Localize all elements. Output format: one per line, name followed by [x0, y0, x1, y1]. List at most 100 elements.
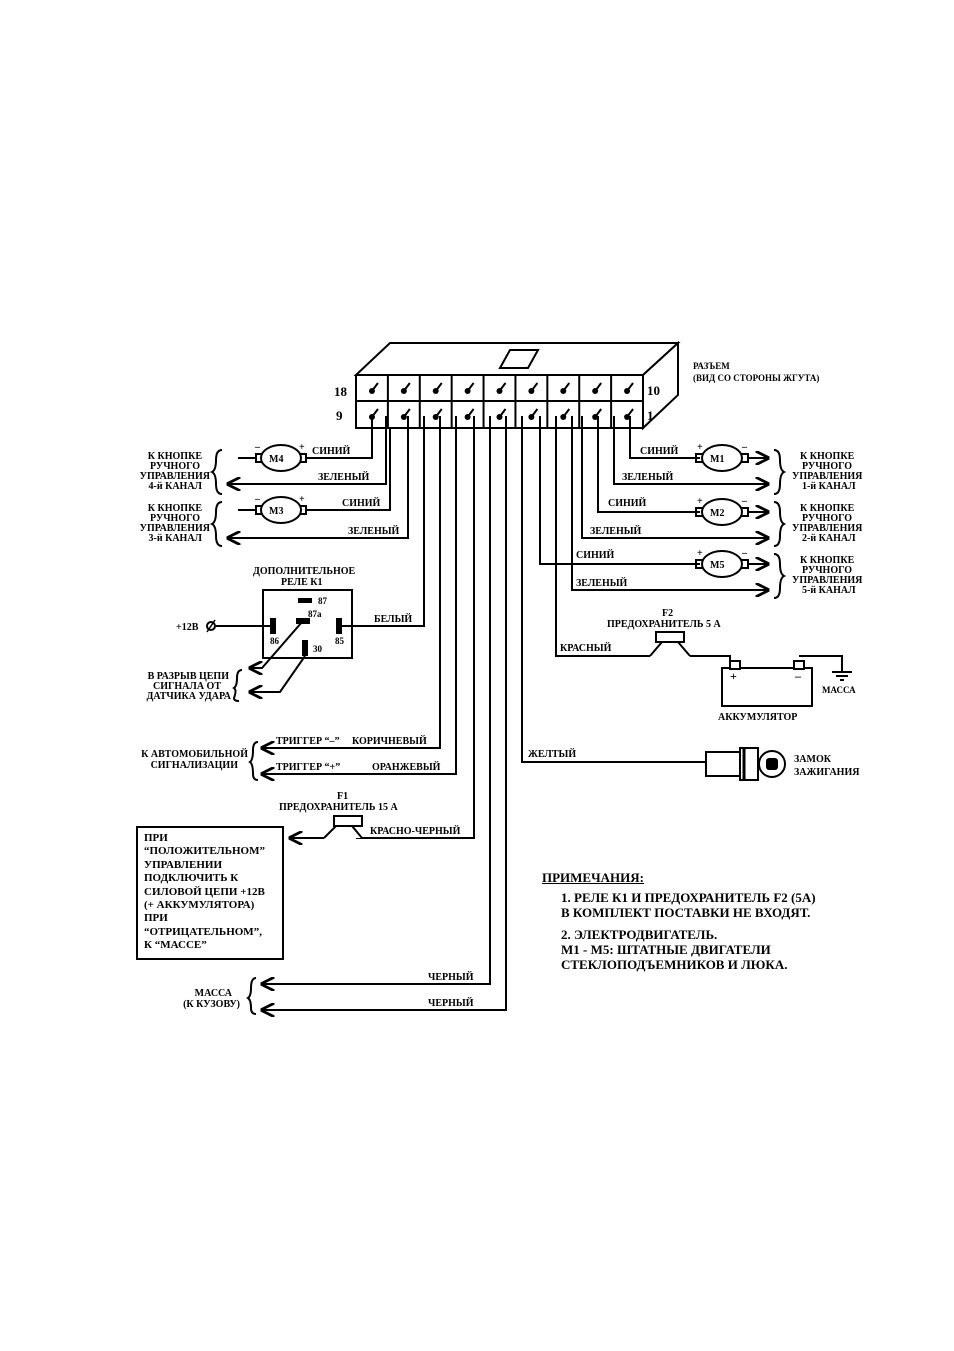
- note-2: 2. ЭЛЕКТРОДВИГАТЕЛЬ. M1 - M5: ШТАТНЫЕ ДВ…: [561, 927, 788, 972]
- notes-heading: ПРИМЕЧАНИЯ:: [542, 870, 644, 885]
- svg-text:ПРЕДОХРАНИТЕЛЬ 15 А: ПРЕДОХРАНИТЕЛЬ 15 А: [279, 802, 399, 813]
- notes-section: ПРИМЕЧАНИЯ: 1. РЕЛЕ К1 И ПРЕДОХРАНИТЕЛЬ …: [542, 870, 902, 979]
- svg-text:К АВТОМОБИЛЬНОЙ: К АВТОМОБИЛЬНОЙ: [141, 748, 248, 760]
- svg-text:+: +: [730, 669, 737, 683]
- pin-label-9: 9: [336, 408, 343, 423]
- channel-1-label: К КНОПКЕ РУЧНОГО УПРАВЛЕНИЯ 1-й КАНАЛ: [773, 449, 863, 495]
- ground-body-label: МАССА (К КУЗОВУ): [183, 977, 257, 1015]
- wire-label-green-ch2: ЗЕЛЕНЫЙ: [590, 525, 642, 537]
- svg-text:–: –: [254, 494, 261, 505]
- svg-text:УПРАВЛЕНИЯ: УПРАВЛЕНИЯ: [792, 471, 863, 482]
- connector-label-1: РАЗЪЕМ: [693, 361, 730, 371]
- svg-text:5-й КАНАЛ: 5-й КАНАЛ: [802, 585, 856, 596]
- channel-4-label: К КНОПКЕ РУЧНОГО УПРАВЛЕНИЯ 4-й КАНАЛ: [140, 449, 223, 495]
- wire-label-yellow: ЖЕЛТЫЙ: [528, 748, 576, 760]
- svg-text:–: –: [741, 496, 748, 507]
- svg-text:В РАЗРЫВ ЦЕПИ: В РАЗРЫВ ЦЕПИ: [148, 671, 230, 682]
- svg-text:УПРАВЛЕНИЯ: УПРАВЛЕНИЯ: [140, 523, 211, 534]
- svg-text:(К КУЗОВУ): (К КУЗОВУ): [183, 999, 240, 1010]
- svg-text:РУЧНОГО: РУЧНОГО: [802, 565, 852, 576]
- motor-m3: M3 – +: [238, 494, 330, 524]
- battery-label: АККУМУЛЯТОР: [718, 712, 797, 723]
- wire-label-red: КРАСНЫЙ: [560, 642, 612, 654]
- svg-text:F1: F1: [337, 791, 348, 802]
- motor-m5-label: M5: [710, 560, 724, 571]
- wire-label-blue-m5: СИНИЙ: [576, 549, 615, 561]
- svg-text:ДОПОЛНИТЕЛЬНОЕ: ДОПОЛНИТЕЛЬНОЕ: [253, 566, 356, 577]
- svg-text:К КНОПКЕ: К КНОПКЕ: [148, 503, 203, 514]
- wire-label-green-ch4: ЗЕЛЕНЫЙ: [318, 471, 370, 483]
- svg-text:ДАТЧИКА УДАРА: ДАТЧИКА УДАРА: [147, 691, 232, 702]
- svg-text:87: 87: [318, 596, 328, 606]
- svg-text:К КНОПКЕ: К КНОПКЕ: [800, 451, 855, 462]
- svg-text:ЗАЖИГАНИЯ: ЗАЖИГАНИЯ: [794, 767, 860, 778]
- motor-m4-label: M4: [269, 454, 283, 465]
- pin-label-18: 18: [334, 384, 348, 399]
- svg-text:F2: F2: [662, 608, 673, 619]
- wire-label-red-black: КРАСНО-ЧЕРНЫЙ: [370, 825, 461, 837]
- svg-text:К КНОПКЕ: К КНОПКЕ: [800, 503, 855, 514]
- battery: + – АККУМУЛЯТОР МАССА: [718, 655, 856, 723]
- relay-k1: ДОПОЛНИТЕЛЬНОЕ РЕЛЕ К1 87 87a 86 85 30 +…: [176, 566, 356, 692]
- svg-text:87a: 87a: [308, 609, 322, 619]
- svg-text:+: +: [299, 442, 305, 453]
- svg-text:+: +: [299, 494, 305, 505]
- channel-2-label: К КНОПКЕ РУЧНОГО УПРАВЛЕНИЯ 2-й КАНАЛ: [773, 501, 863, 547]
- wire-label-blue-m3: СИНИЙ: [342, 497, 381, 509]
- wire-labels: СИНИЙ ЗЕЛЕНЫЙ СИНИЙ ЗЕЛЕНЫЙ СИНИЙ ЗЕЛЕНЫ…: [312, 445, 679, 1009]
- wire-label-blue-m4: СИНИЙ: [312, 445, 351, 457]
- svg-text:СИГНАЛИЗАЦИИ: СИГНАЛИЗАЦИИ: [151, 760, 239, 771]
- wire-label-green-ch1: ЗЕЛЕНЫЙ: [622, 471, 674, 483]
- motor-m2: M2 +–: [672, 496, 768, 526]
- svg-text:РУЧНОГО: РУЧНОГО: [150, 513, 200, 524]
- motor-m3-label: M3: [269, 506, 283, 517]
- svg-text:МАССА: МАССА: [195, 988, 233, 999]
- svg-text:СИГНАЛА ОТ: СИГНАЛА ОТ: [153, 681, 221, 692]
- svg-text:86: 86: [270, 636, 280, 646]
- svg-text:РУЧНОГО: РУЧНОГО: [802, 461, 852, 472]
- alarm-label: К АВТОМОБИЛЬНОЙ СИГНАЛИЗАЦИИ: [141, 741, 259, 781]
- svg-text:4-й КАНАЛ: 4-й КАНАЛ: [148, 481, 202, 492]
- svg-text:–: –: [254, 442, 261, 453]
- wire-label-black-1: ЧЕРНЫЙ: [428, 971, 474, 983]
- battery-ground-label: МАССА: [822, 685, 856, 695]
- wire-label-blue-m1: СИНИЙ: [640, 445, 679, 457]
- connector: [353, 340, 681, 431]
- pin-label-10: 10: [647, 383, 660, 398]
- wire-label-blue-m2: СИНИЙ: [608, 497, 647, 509]
- svg-text:+: +: [697, 442, 703, 453]
- wires-left: [228, 416, 507, 1010]
- svg-text:85: 85: [335, 636, 345, 646]
- svg-text:–: –: [741, 442, 748, 453]
- wire-label-white: БЕЛЫЙ: [374, 613, 412, 625]
- channel-5-label: К КНОПКЕ РУЧНОГО УПРАВЛЕНИЯ 5-й КАНАЛ: [773, 553, 863, 599]
- motor-m2-label: M2: [710, 508, 724, 519]
- connector-latch: [498, 349, 540, 369]
- svg-text:УПРАВЛЕНИЯ: УПРАВЛЕНИЯ: [792, 523, 863, 534]
- wire-label-brown: КОРИЧНЕВЫЙ: [352, 735, 427, 747]
- svg-text:К КНОПКЕ: К КНОПКЕ: [148, 451, 203, 462]
- motor-m5: M5 +–: [672, 548, 768, 578]
- relay-break-label: В РАЗРЫВ ЦЕПИ СИГНАЛА ОТ ДАТЧИКА УДАРА: [147, 669, 243, 702]
- trigger-minus-label: ТРИГГЕР “–”: [276, 736, 340, 747]
- wire-label-green-ch3: ЗЕЛЕНЫЙ: [348, 525, 400, 537]
- svg-text:РУЧНОГО: РУЧНОГО: [802, 513, 852, 524]
- channel-3-label: К КНОПКЕ РУЧНОГО УПРАВЛЕНИЯ 3-й КАНАЛ: [140, 501, 223, 547]
- svg-text:–: –: [741, 548, 748, 559]
- polarity-note-box: ПРИ “ПОЛОЖИТЕЛЬНОМ” УПРАВЛЕНИИ ПОДКЛЮЧИТ…: [136, 826, 284, 960]
- motor-m1: M1 + –: [672, 442, 768, 472]
- svg-text:ПРЕДОХРАНИТЕЛЬ 5 А: ПРЕДОХРАНИТЕЛЬ 5 А: [607, 619, 722, 630]
- note-1: 1. РЕЛЕ К1 И ПРЕДОХРАНИТЕЛЬ F2 (5A) В КО…: [561, 890, 816, 920]
- svg-text:30: 30: [313, 644, 323, 654]
- trigger-plus-label: ТРИГГЕР “+”: [276, 762, 340, 773]
- wire-label-black-2: ЧЕРНЫЙ: [428, 997, 474, 1009]
- svg-text:2-й КАНАЛ: 2-й КАНАЛ: [802, 533, 856, 544]
- svg-text:УПРАВЛЕНИЯ: УПРАВЛЕНИЯ: [792, 575, 863, 586]
- motor-m1-label: M1: [710, 454, 724, 465]
- wires-right: [521, 416, 768, 763]
- connector-label-2: (ВИД СО СТОРОНЫ ЖГУТА): [693, 373, 819, 383]
- svg-text:УПРАВЛЕНИЯ: УПРАВЛЕНИЯ: [140, 471, 211, 482]
- svg-text:ЗАМОК: ЗАМОК: [794, 754, 832, 765]
